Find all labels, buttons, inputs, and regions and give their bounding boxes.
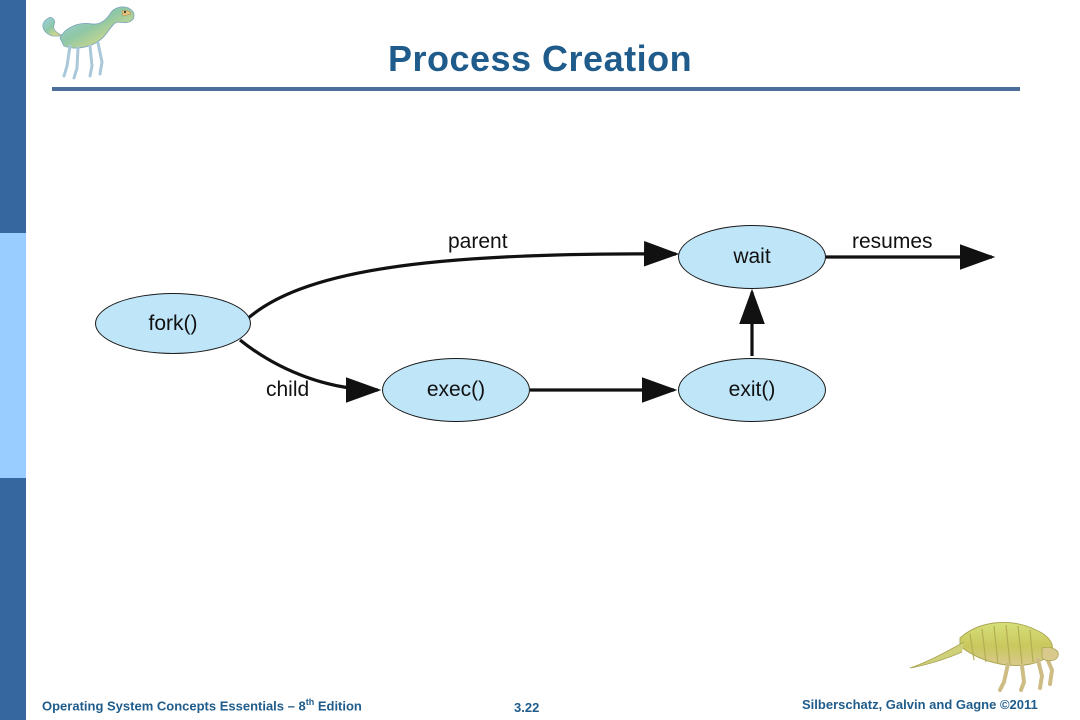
sidebar-band-bottom <box>0 478 26 720</box>
sidebar-band-middle <box>0 233 26 478</box>
footer-edition-text: Edition <box>314 698 362 714</box>
node-wait-label: wait <box>733 245 771 268</box>
edge-label-parent: parent <box>448 230 508 253</box>
node-exec-label: exec() <box>426 378 486 401</box>
edge-child <box>239 338 382 403</box>
node-fork: fork() <box>95 293 251 354</box>
node-exit-label: exit() <box>728 378 776 401</box>
footer-copyright: Silberschatz, Galvin and Gagne ©2011 <box>802 697 1038 712</box>
edge-label-child: child <box>266 378 310 401</box>
page-number: 3.22 <box>514 700 540 715</box>
sidebar-band-top <box>0 0 26 233</box>
node-wait: wait <box>678 225 826 289</box>
dinosaur-icon <box>42 6 135 80</box>
title-divider <box>52 87 1020 91</box>
edge-parent <box>244 240 680 322</box>
dimetrodon-icon <box>909 621 1059 692</box>
node-exec: exec() <box>382 358 530 422</box>
footer-edition-ordinal: th <box>305 697 315 707</box>
edge-label-resumes: resumes <box>852 230 933 253</box>
footer-course-title: Operating System Concepts Essentials – 8… <box>42 697 362 713</box>
node-exit: exit() <box>678 358 826 422</box>
node-fork-label: fork() <box>148 311 198 335</box>
page-title: Process Creation <box>387 38 693 79</box>
footer-course-text: Operating System Concepts Essentials – 8 <box>42 698 306 714</box>
